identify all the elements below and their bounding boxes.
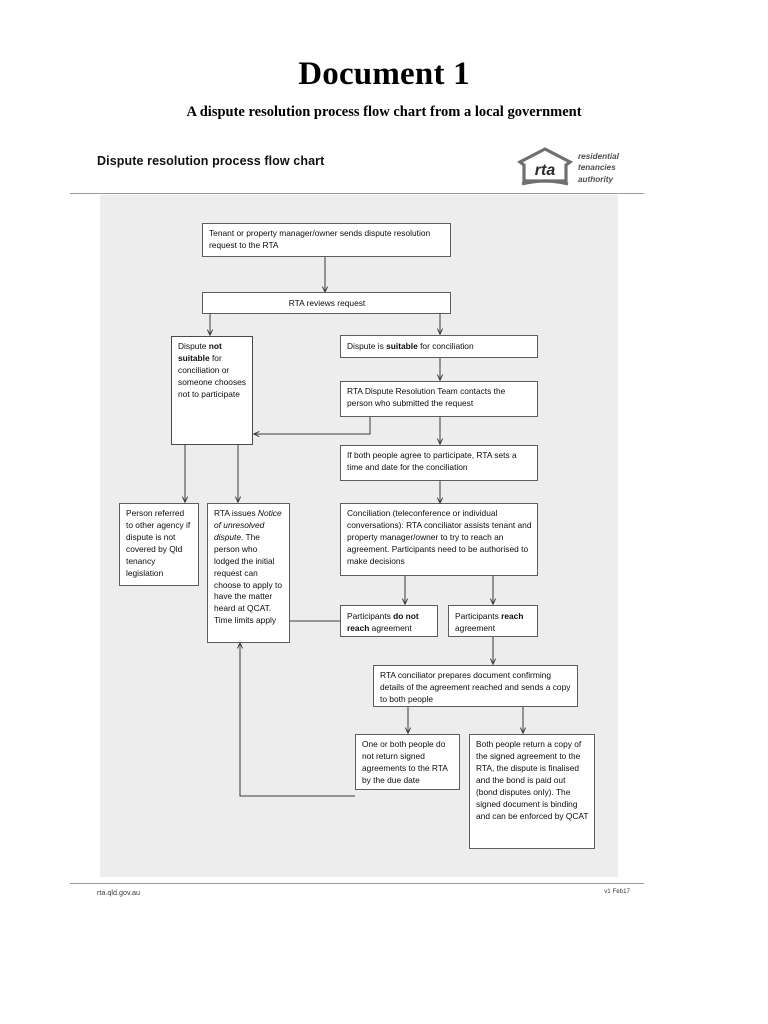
header-divider bbox=[70, 193, 644, 194]
sheet-title: Dispute resolution process flow chart bbox=[97, 154, 325, 168]
flow-node-suitable: Dispute is suitable for conciliation bbox=[340, 335, 538, 358]
flow-node-agreement-reached: Participants reach agreement bbox=[448, 605, 538, 637]
flow-node-person-referred: Person referred to other agency if dispu… bbox=[119, 503, 199, 586]
svg-text:rta: rta bbox=[535, 162, 556, 179]
flow-node-text: RTA conciliator prepares document confir… bbox=[380, 670, 571, 704]
flow-node-text-bold: not suitable bbox=[178, 341, 222, 363]
flow-node-text: Tenant or property manager/owner sends d… bbox=[209, 228, 431, 250]
page-subtitle: A dispute resolution process flow chart … bbox=[186, 104, 582, 120]
flow-node-text-post: for conciliation bbox=[417, 341, 474, 351]
flow-node-text-italic: Notice of unresolved dispute bbox=[214, 508, 282, 542]
flow-node-text: Person referred to other agency if dispu… bbox=[126, 508, 191, 578]
flow-node-agree-participate: If both people agree to participate, RTA… bbox=[340, 445, 538, 481]
logo-word-line-1: residential bbox=[578, 152, 619, 161]
flow-node-text-pre: Participants bbox=[347, 611, 394, 621]
rta-house-icon: rta bbox=[517, 147, 573, 186]
flow-node-text: If both people agree to participate, RTA… bbox=[347, 450, 517, 472]
flow-node-text: RTA reviews request bbox=[288, 298, 366, 308]
flow-node-returned-finalised: Both people return a copy of the signed … bbox=[469, 734, 595, 849]
flow-node-text-bold: do not reach bbox=[347, 611, 419, 633]
flow-node-text-pre: RTA issues bbox=[214, 508, 258, 518]
rta-logo-wordmark: residential tenancies authority bbox=[578, 151, 619, 185]
page-title: Document 1 bbox=[298, 56, 470, 92]
flow-node-conciliation: Conciliation (teleconference or individu… bbox=[340, 503, 538, 576]
flow-node-text: RTA Dispute Resolution Team contacts the… bbox=[347, 386, 506, 408]
footer-website[interactable]: rta.qld.gov.au bbox=[97, 888, 141, 897]
flow-node-text-pre: Dispute bbox=[178, 341, 209, 351]
rta-logo: rta residential tenancies authority bbox=[516, 145, 636, 191]
footer-divider bbox=[70, 883, 644, 884]
flow-node-text-post: agreement bbox=[369, 622, 412, 633]
flow-node-rta-reviews: RTA reviews request bbox=[202, 292, 451, 314]
document-sheet: Dispute resolution process flow chart rt… bbox=[70, 140, 644, 902]
flow-node-text-pre: Dispute is bbox=[347, 341, 387, 351]
flow-node-text: Conciliation (teleconference or individu… bbox=[347, 508, 532, 566]
flow-node-text-bold: reach bbox=[501, 611, 524, 621]
flow-node-text: Both people return a copy of the signed … bbox=[476, 739, 589, 821]
logo-word-line-3: authority bbox=[578, 174, 614, 184]
flow-node-text-bold: suitable bbox=[386, 341, 418, 351]
flow-node-text-post: agreement bbox=[455, 622, 496, 633]
flow-node-team-contacts: RTA Dispute Resolution Team contacts the… bbox=[340, 381, 538, 417]
flow-node-text-post: for conciliation or someone chooses not … bbox=[178, 352, 246, 399]
flow-node-text-pre: Participants bbox=[455, 611, 502, 621]
logo-word-line-2: tenancies bbox=[578, 163, 616, 173]
flow-node-text-post: . The person who lodged the initial requ… bbox=[214, 531, 282, 626]
flow-node-no-agreement: Participants do not reach agreement bbox=[340, 605, 438, 637]
flow-node-text: One or both people do not return signed … bbox=[362, 739, 448, 785]
flow-node-notice-unresolved: RTA issues Notice of unresolved dispute.… bbox=[207, 503, 290, 643]
flow-node-prepares-document: RTA conciliator prepares document confir… bbox=[373, 665, 578, 707]
flow-node-not-returned: One or both people do not return signed … bbox=[355, 734, 460, 790]
flow-node-request-sent: Tenant or property manager/owner sends d… bbox=[202, 223, 451, 257]
footer-version: v1 Feb17 bbox=[604, 888, 630, 895]
flow-node-not-suitable: Dispute not suitable for conciliation or… bbox=[171, 336, 253, 445]
